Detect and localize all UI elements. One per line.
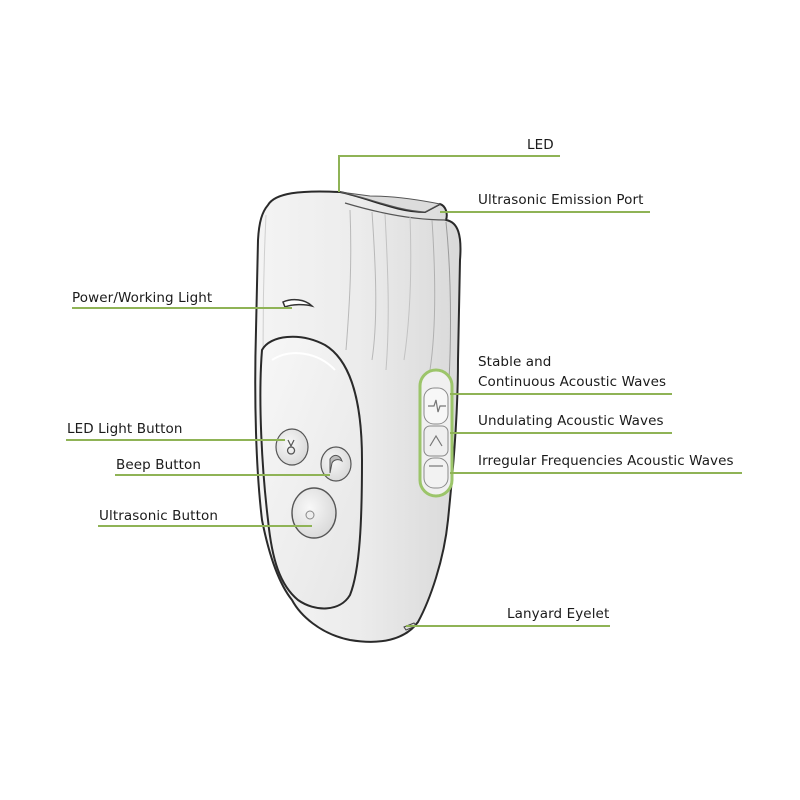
power-light-slot [282,298,315,308]
led-label: LED [527,137,554,153]
ultrasonic-button-label: Ultrasonic Button [99,508,218,524]
front-panel [259,335,364,610]
stable-wave-button[interactable] [423,387,449,425]
undulating-wave-icon [429,434,443,447]
undulating-waves-label: Undulating Acoustic Waves [478,413,664,429]
stable-wave-icon [428,399,446,413]
led-button-label: LED Light Button [67,421,183,437]
irregular-wave-button[interactable] [423,457,449,489]
speaker-icon [329,454,343,474]
callout-lines [66,155,742,627]
undulating-wave-button[interactable] [423,425,449,457]
emission-port-label: Ultrasonic Emission Port [478,192,644,208]
beep-button-label: Beep Button [116,457,202,473]
side-wave-buttons [418,368,454,498]
stable-waves-label-line2: Continuous Acoustic Waves [478,374,667,390]
beep-button[interactable] [320,446,352,482]
led-callout-line [338,155,560,192]
lanyard-eyelet-label: Lanyard Eyelet [507,606,610,622]
led-light-button[interactable] [275,428,309,466]
stable-waves-label-line1: Stable and [478,354,552,370]
ultrasonic-button[interactable] [291,487,337,539]
power-light-label: Power/Working Light [72,290,213,306]
irregular-waves-label: Irregular Frequencies Acoustic Waves [478,453,734,469]
bulb-icon [286,439,296,455]
